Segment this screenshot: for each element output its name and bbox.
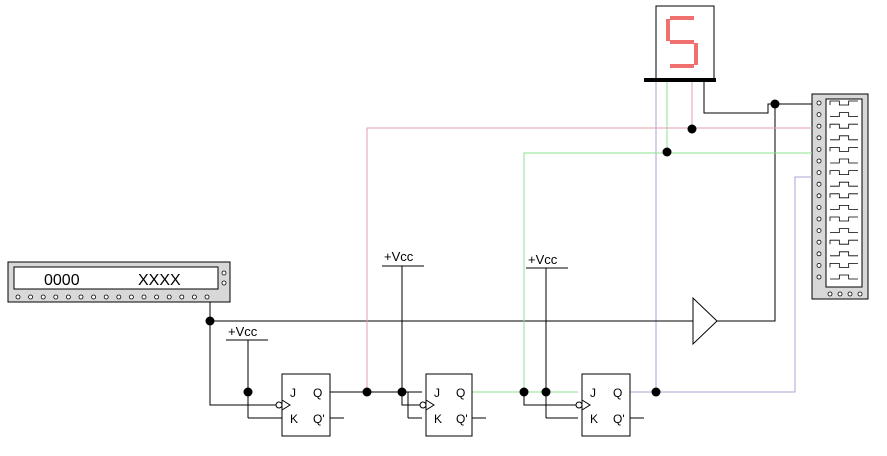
generator-right-readout: XXXX: [138, 272, 181, 289]
generator-pins: [15, 270, 227, 300]
ff1-j-pin: J: [290, 386, 296, 400]
ff1-q-pin: Q: [313, 386, 322, 400]
jk-flipflop-1: J K Q Q': [275, 373, 331, 437]
word-generator[interactable]: 0000 XXXX: [7, 261, 231, 303]
ff1-k-pin: K: [290, 412, 298, 426]
ff3-qn-pin: Q': [613, 412, 625, 426]
generator-left-readout: 0000: [44, 272, 80, 289]
junction-dots: [205, 99, 780, 397]
ff2-q-pin: Q: [456, 386, 465, 400]
jk-flipflop-3: J K Q Q': [575, 373, 631, 437]
vcc-supply-3: +Vcc: [526, 252, 568, 269]
vcc-supply-2: +Vcc: [382, 249, 424, 267]
jk-flipflop-2: J K Q Q': [419, 373, 473, 437]
ff3-k-pin: K: [590, 412, 598, 426]
vcc-label-3: +Vcc: [528, 252, 558, 267]
ff2-j-pin: J: [434, 386, 440, 400]
analyzer-bottom-pins: [827, 291, 863, 297]
vcc-supply-1: +Vcc: [226, 324, 268, 341]
seven-segment-display: 5: [644, 5, 812, 392]
vcc-label-2: +Vcc: [384, 249, 414, 264]
analyzer-input-pins: [816, 100, 822, 280]
buffer-gate: [692, 296, 718, 346]
ff3-q-pin: Q: [613, 386, 622, 400]
ff2-k-pin: K: [434, 412, 442, 426]
ff3-j-pin: J: [590, 386, 596, 400]
analyzer-waveforms: [829, 100, 858, 280]
display-digit-5: [666, 16, 698, 68]
ff2-qn-pin: Q': [456, 412, 468, 426]
ff1-qn-pin: Q': [313, 412, 325, 426]
vcc-label-1: +Vcc: [228, 324, 258, 339]
wires: [209, 104, 812, 419]
logic-analyzer[interactable]: [811, 93, 869, 300]
